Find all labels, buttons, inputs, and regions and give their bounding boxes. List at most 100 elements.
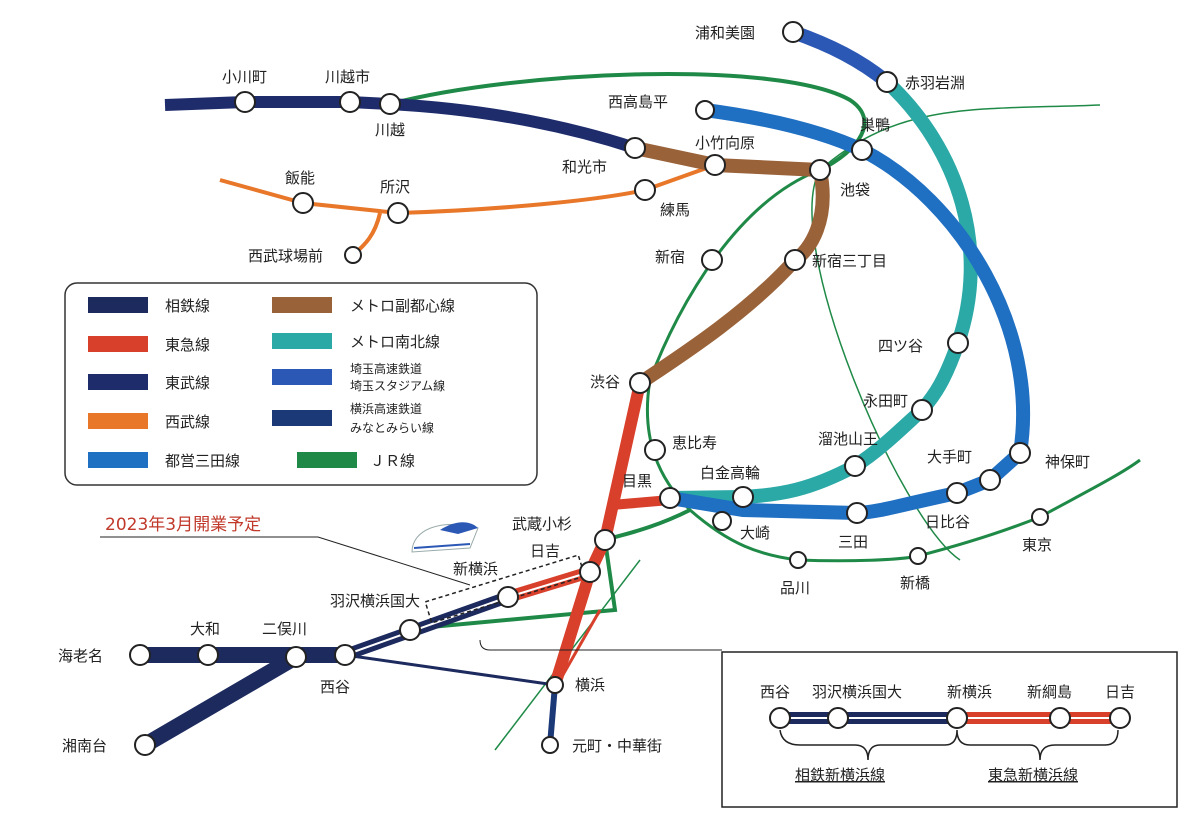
label: 飯能 — [285, 169, 315, 187]
station-hazawayokohamakokudai[interactable] — [399, 619, 421, 641]
inset-brackets — [779, 729, 1119, 761]
station-ebina[interactable] — [129, 644, 151, 666]
station-shinyokohama[interactable] — [497, 586, 519, 608]
station-motomachichukagai[interactable] — [541, 736, 559, 754]
station-jimbocho[interactable] — [1009, 442, 1031, 464]
stations: 小川町 川越市 川越 和光市 小竹向原 飯能 所沢 西武球場前 練馬 浦和美園 … — [58, 21, 1090, 756]
station-tokyo[interactable] — [1031, 508, 1049, 526]
inset-station-label: 西谷 — [760, 683, 790, 701]
legend-label: みなとみらい線 — [350, 420, 434, 435]
station-yamato[interactable] — [197, 644, 219, 666]
label: 新横浜 — [453, 560, 498, 578]
station-shibuya[interactable] — [629, 372, 651, 394]
inset-station-label: 新綱島 — [1027, 683, 1072, 701]
label: 新橋 — [900, 574, 930, 592]
label: 西高島平 — [608, 93, 668, 111]
station-shonandai[interactable] — [134, 734, 156, 756]
station-nerima[interactable] — [634, 179, 656, 201]
station-nishitakashimadaira[interactable] — [695, 100, 715, 120]
mita-line — [668, 103, 1031, 521]
minatomirai-line — [547, 684, 558, 746]
legend-swatch-fukutoshin — [272, 297, 332, 313]
legend-label: 相鉄線 — [165, 297, 210, 315]
label: 溜池山王 — [818, 430, 878, 448]
label: 神保町 — [1045, 453, 1090, 471]
station-wakoshi[interactable] — [624, 137, 646, 159]
label: 川越 — [375, 121, 405, 139]
opening-annotation: 2023年3月開業予定 — [105, 515, 261, 535]
jr-thin-loop — [811, 169, 961, 561]
station-ogawamachi[interactable] — [234, 91, 256, 113]
shinkansen-icon — [411, 522, 479, 553]
saitama-line — [790, 25, 892, 88]
label: 川越市 — [325, 68, 370, 86]
label: 赤羽岩淵 — [905, 74, 965, 92]
legend-swatch-tokyu — [88, 336, 148, 352]
legend-swatch-seibu — [88, 413, 148, 429]
label: 練馬 — [660, 201, 690, 219]
station-akabaneiwabuchi[interactable] — [876, 71, 898, 93]
station-urawamisono[interactable] — [782, 21, 804, 43]
legend-label: 都営三田線 — [165, 452, 240, 470]
label: 新宿三丁目 — [812, 252, 887, 270]
station-kotakemukaihara[interactable] — [704, 154, 726, 176]
station-otemachi[interactable] — [979, 469, 1001, 491]
station-osaki[interactable] — [712, 511, 732, 531]
label: 東京 — [1022, 536, 1052, 554]
station-meguro[interactable] — [659, 487, 681, 509]
legend-label: 西武線 — [165, 413, 210, 431]
station-yotsuya[interactable] — [947, 332, 969, 354]
station-hiyoshi[interactable] — [579, 561, 601, 583]
station-kawagoeshi[interactable] — [339, 91, 361, 113]
legend-label: ＪＲ線 — [370, 452, 415, 470]
legend-swatch-saitama — [272, 369, 332, 385]
label: 所沢 — [380, 178, 410, 196]
legend-swatch-sotetsu — [88, 297, 148, 313]
station-shimbashi[interactable] — [909, 547, 927, 565]
legend-swatch-jr — [297, 452, 357, 468]
inset-station-label: 新横浜 — [947, 683, 992, 701]
station-mita[interactable] — [846, 502, 868, 524]
label: 品川 — [780, 579, 810, 597]
inset-station — [769, 707, 791, 729]
label: 恵比寿 — [672, 434, 717, 452]
label: 四ツ谷 — [878, 337, 923, 355]
station-shinagawa[interactable] — [789, 551, 807, 569]
label: 大手町 — [927, 448, 972, 466]
station-nagatacho[interactable] — [911, 399, 933, 421]
legend-label: 横浜高速鉄道 — [350, 401, 422, 416]
station-shinjuku[interactable] — [701, 249, 723, 271]
station-musashikosugi[interactable] — [594, 529, 616, 551]
station-sugamo[interactable] — [851, 139, 873, 161]
station-hanno[interactable] — [292, 192, 314, 214]
station-seibukyujomae[interactable] — [344, 246, 362, 264]
inset-line-label: 東急新横浜線 — [988, 766, 1078, 784]
station-yokohama[interactable] — [546, 676, 564, 694]
label: 小川町 — [222, 68, 267, 86]
station-tameikesanno[interactable] — [844, 455, 866, 477]
label: 目黒 — [622, 472, 652, 490]
label: 浦和美園 — [695, 24, 755, 42]
label: 元町・中華街 — [572, 737, 662, 755]
label: 海老名 — [58, 647, 103, 665]
legend-swatch-tobu — [88, 374, 148, 390]
station-shinjukusanchome[interactable] — [784, 249, 806, 271]
label: 三田 — [838, 533, 868, 551]
station-shirokanetakanawa[interactable] — [732, 486, 754, 508]
station-kawagoe[interactable] — [379, 93, 401, 115]
station-ikebukuro[interactable] — [809, 159, 831, 181]
station-hibiya[interactable] — [946, 482, 968, 504]
station-nishiya[interactable] — [334, 644, 356, 666]
inset-station — [827, 707, 849, 729]
label: 渋谷 — [590, 373, 620, 391]
station-ebisu[interactable] — [644, 439, 666, 461]
label: 二俣川 — [262, 620, 307, 638]
inset-line-label: 相鉄新横浜線 — [795, 766, 885, 784]
inset-diagram: 西谷 羽沢横浜国大 新横浜 新綱島 日吉 相鉄新横浜線 東急新横浜線 — [721, 651, 1178, 808]
label: 巣鴨 — [860, 116, 890, 134]
station-tokorozawa[interactable] — [387, 202, 409, 224]
annotation-leader — [100, 536, 471, 586]
station-futamatagawa[interactable] — [285, 646, 307, 668]
label: 西谷 — [320, 678, 350, 696]
